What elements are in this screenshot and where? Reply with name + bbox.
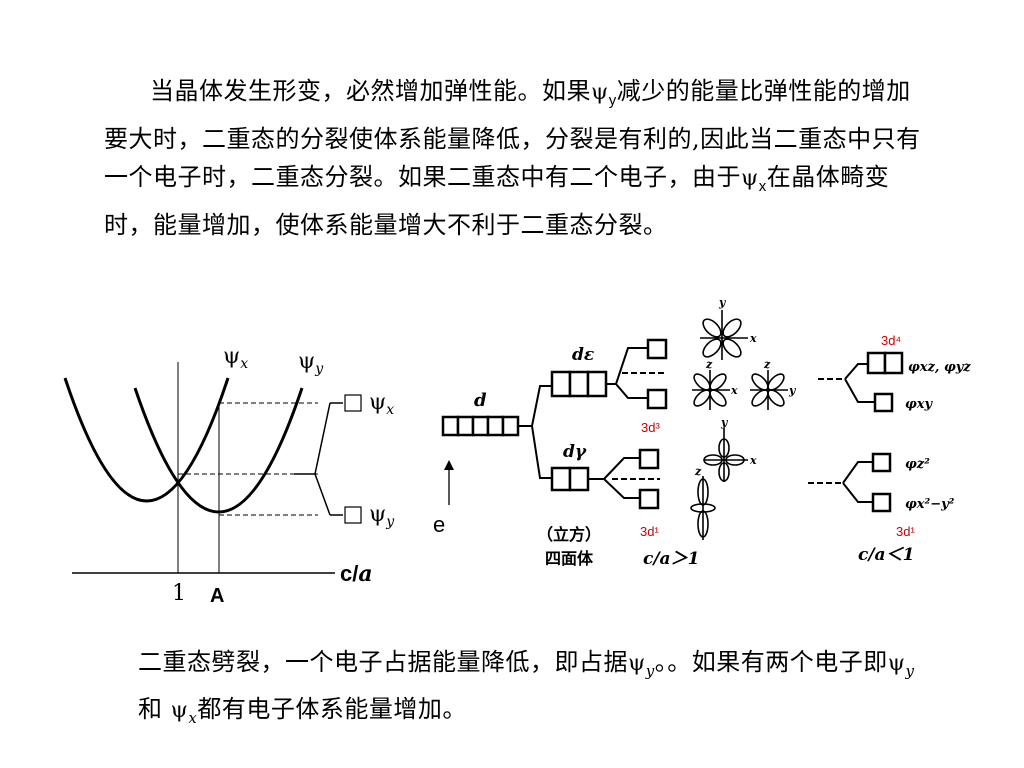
geometry-label-cubic: （立方） xyxy=(537,525,601,544)
d-label: d xyxy=(474,390,487,411)
subscript-y: y xyxy=(645,661,655,680)
config-label-3d1-left: 3d¹ xyxy=(640,524,659,539)
orbital-lobes-xz xyxy=(692,370,730,410)
branch-d xyxy=(518,385,552,479)
box-xy xyxy=(873,392,894,413)
d-epsilon-label: dε xyxy=(572,345,594,365)
axis-z-label: z xyxy=(694,465,702,478)
energy-label: e xyxy=(433,512,445,537)
subscript-y: y xyxy=(608,91,617,109)
branch-right-upper xyxy=(844,363,875,403)
axis-y-label: y xyxy=(788,384,797,397)
branch-d-epsilon xyxy=(606,347,648,399)
curve-psi-x xyxy=(63,377,230,503)
psi-symbol: ψ xyxy=(628,651,646,676)
condition-ca-greater-1: c/a＞1 xyxy=(643,549,699,569)
box-d-gamma-lower xyxy=(638,488,660,510)
curve-psi-y xyxy=(133,387,304,514)
d-epsilon-boxes xyxy=(550,370,608,398)
tick-label-A: A xyxy=(210,585,224,607)
text-segment: 减少的能量比弹性能的增加要大时，二重态的分裂使体系能量降低，分裂是有利的,因此当… xyxy=(104,77,921,191)
text-segment: 二重态劈裂，一个电子占据能量降低，即占据 xyxy=(138,648,628,676)
psi-symbol: ψ xyxy=(170,697,189,723)
box-d-gamma-upper xyxy=(638,448,660,470)
level-box-y xyxy=(344,506,362,524)
top-paragraph: 当晶体发生形变，必然增加弹性能。如果ψy减少的能量比弹性能的增加要大时，二重态的… xyxy=(104,72,934,244)
axis-x-label: x xyxy=(749,332,757,345)
box-d-epsilon-upper xyxy=(646,338,668,360)
energy-arrow-head xyxy=(444,460,454,470)
bottom-paragraph: 二重态劈裂，一个电子占据能量降低，即占据ψy。。如果有两个电子即ψy和 ψx都有… xyxy=(138,643,938,737)
config-label-3d1-right: 3d¹ xyxy=(896,524,915,539)
orbital-label-z2: φz² xyxy=(905,457,930,472)
psi-symbol: ψ xyxy=(741,165,759,191)
subscript-y: y xyxy=(905,661,915,680)
box-x2-y2 xyxy=(871,492,892,513)
curve-label-psi-y: ψy xyxy=(298,349,324,377)
tick-label-1: 1 xyxy=(172,581,186,606)
axis-x-label: x xyxy=(749,454,757,467)
axis-y-label: y xyxy=(718,296,727,309)
text-segment: 。。如果有两个电子即 xyxy=(654,648,888,676)
text-segment: 当晶体发生形变，必然增加弹性能。如果 xyxy=(150,77,591,105)
energy-curve-diagram: ψx ψy ψx ψy 1 A c/a xyxy=(63,344,395,607)
orbital-lobes-z2 xyxy=(690,476,716,540)
axis-z-label: z xyxy=(763,358,771,371)
axis-y-label: y xyxy=(720,416,729,429)
psi-symbol: ψ xyxy=(887,651,906,676)
level-label-psi-y: ψy xyxy=(369,502,395,530)
config-label-3d4: 3d⁴ xyxy=(881,333,901,348)
axis-label-c-over-a: c/a xyxy=(340,561,373,587)
orbital-lobes-yz xyxy=(750,370,788,410)
axis-z-label: z xyxy=(705,358,713,371)
text-segment: 和 xyxy=(138,694,171,723)
condition-ca-less-1: c/a＜1 xyxy=(858,545,914,565)
d-gamma-boxes xyxy=(550,466,590,492)
config-label-3d3: 3d³ xyxy=(641,420,660,435)
axis-x-label: x xyxy=(730,384,738,397)
boxes-xz-yz xyxy=(866,351,904,375)
box-d-epsilon-lower xyxy=(646,388,668,410)
split-line xyxy=(314,402,331,475)
orbital-label-xy: φxy xyxy=(905,397,934,412)
split-line xyxy=(314,473,331,516)
text-segment: 在晶体畸变时，能量增加，使体系能量增大不利于二重态分裂。 xyxy=(104,162,890,239)
geometry-label-tetrahedron: 四面体 xyxy=(545,549,594,568)
text-segment: 都有电子体系能量增加。 xyxy=(197,694,467,723)
level-label-psi-x: ψx xyxy=(369,390,394,418)
d-orbital-boxes xyxy=(441,415,520,437)
branch-right-lower xyxy=(842,461,873,503)
curve-label-psi-x: ψx xyxy=(223,344,248,372)
box-z2 xyxy=(871,452,892,473)
crystal-field-splitting-diagram: e d dε dγ y x z x xyxy=(433,296,971,569)
d-gamma-label: dγ xyxy=(563,442,587,462)
subscript-x: x xyxy=(188,708,198,727)
orbital-lobes-xy xyxy=(700,310,748,360)
orbital-lobes-x2-y2 xyxy=(703,428,748,482)
level-box-x xyxy=(344,394,362,412)
orbital-label-xz-yz: φxz, φyz xyxy=(908,360,971,375)
branch-d-gamma xyxy=(588,457,640,499)
orbital-label-x2-y2: φx²−y² xyxy=(905,497,955,512)
psi-symbol: ψ xyxy=(591,80,609,105)
subscript-x: x xyxy=(758,177,767,195)
